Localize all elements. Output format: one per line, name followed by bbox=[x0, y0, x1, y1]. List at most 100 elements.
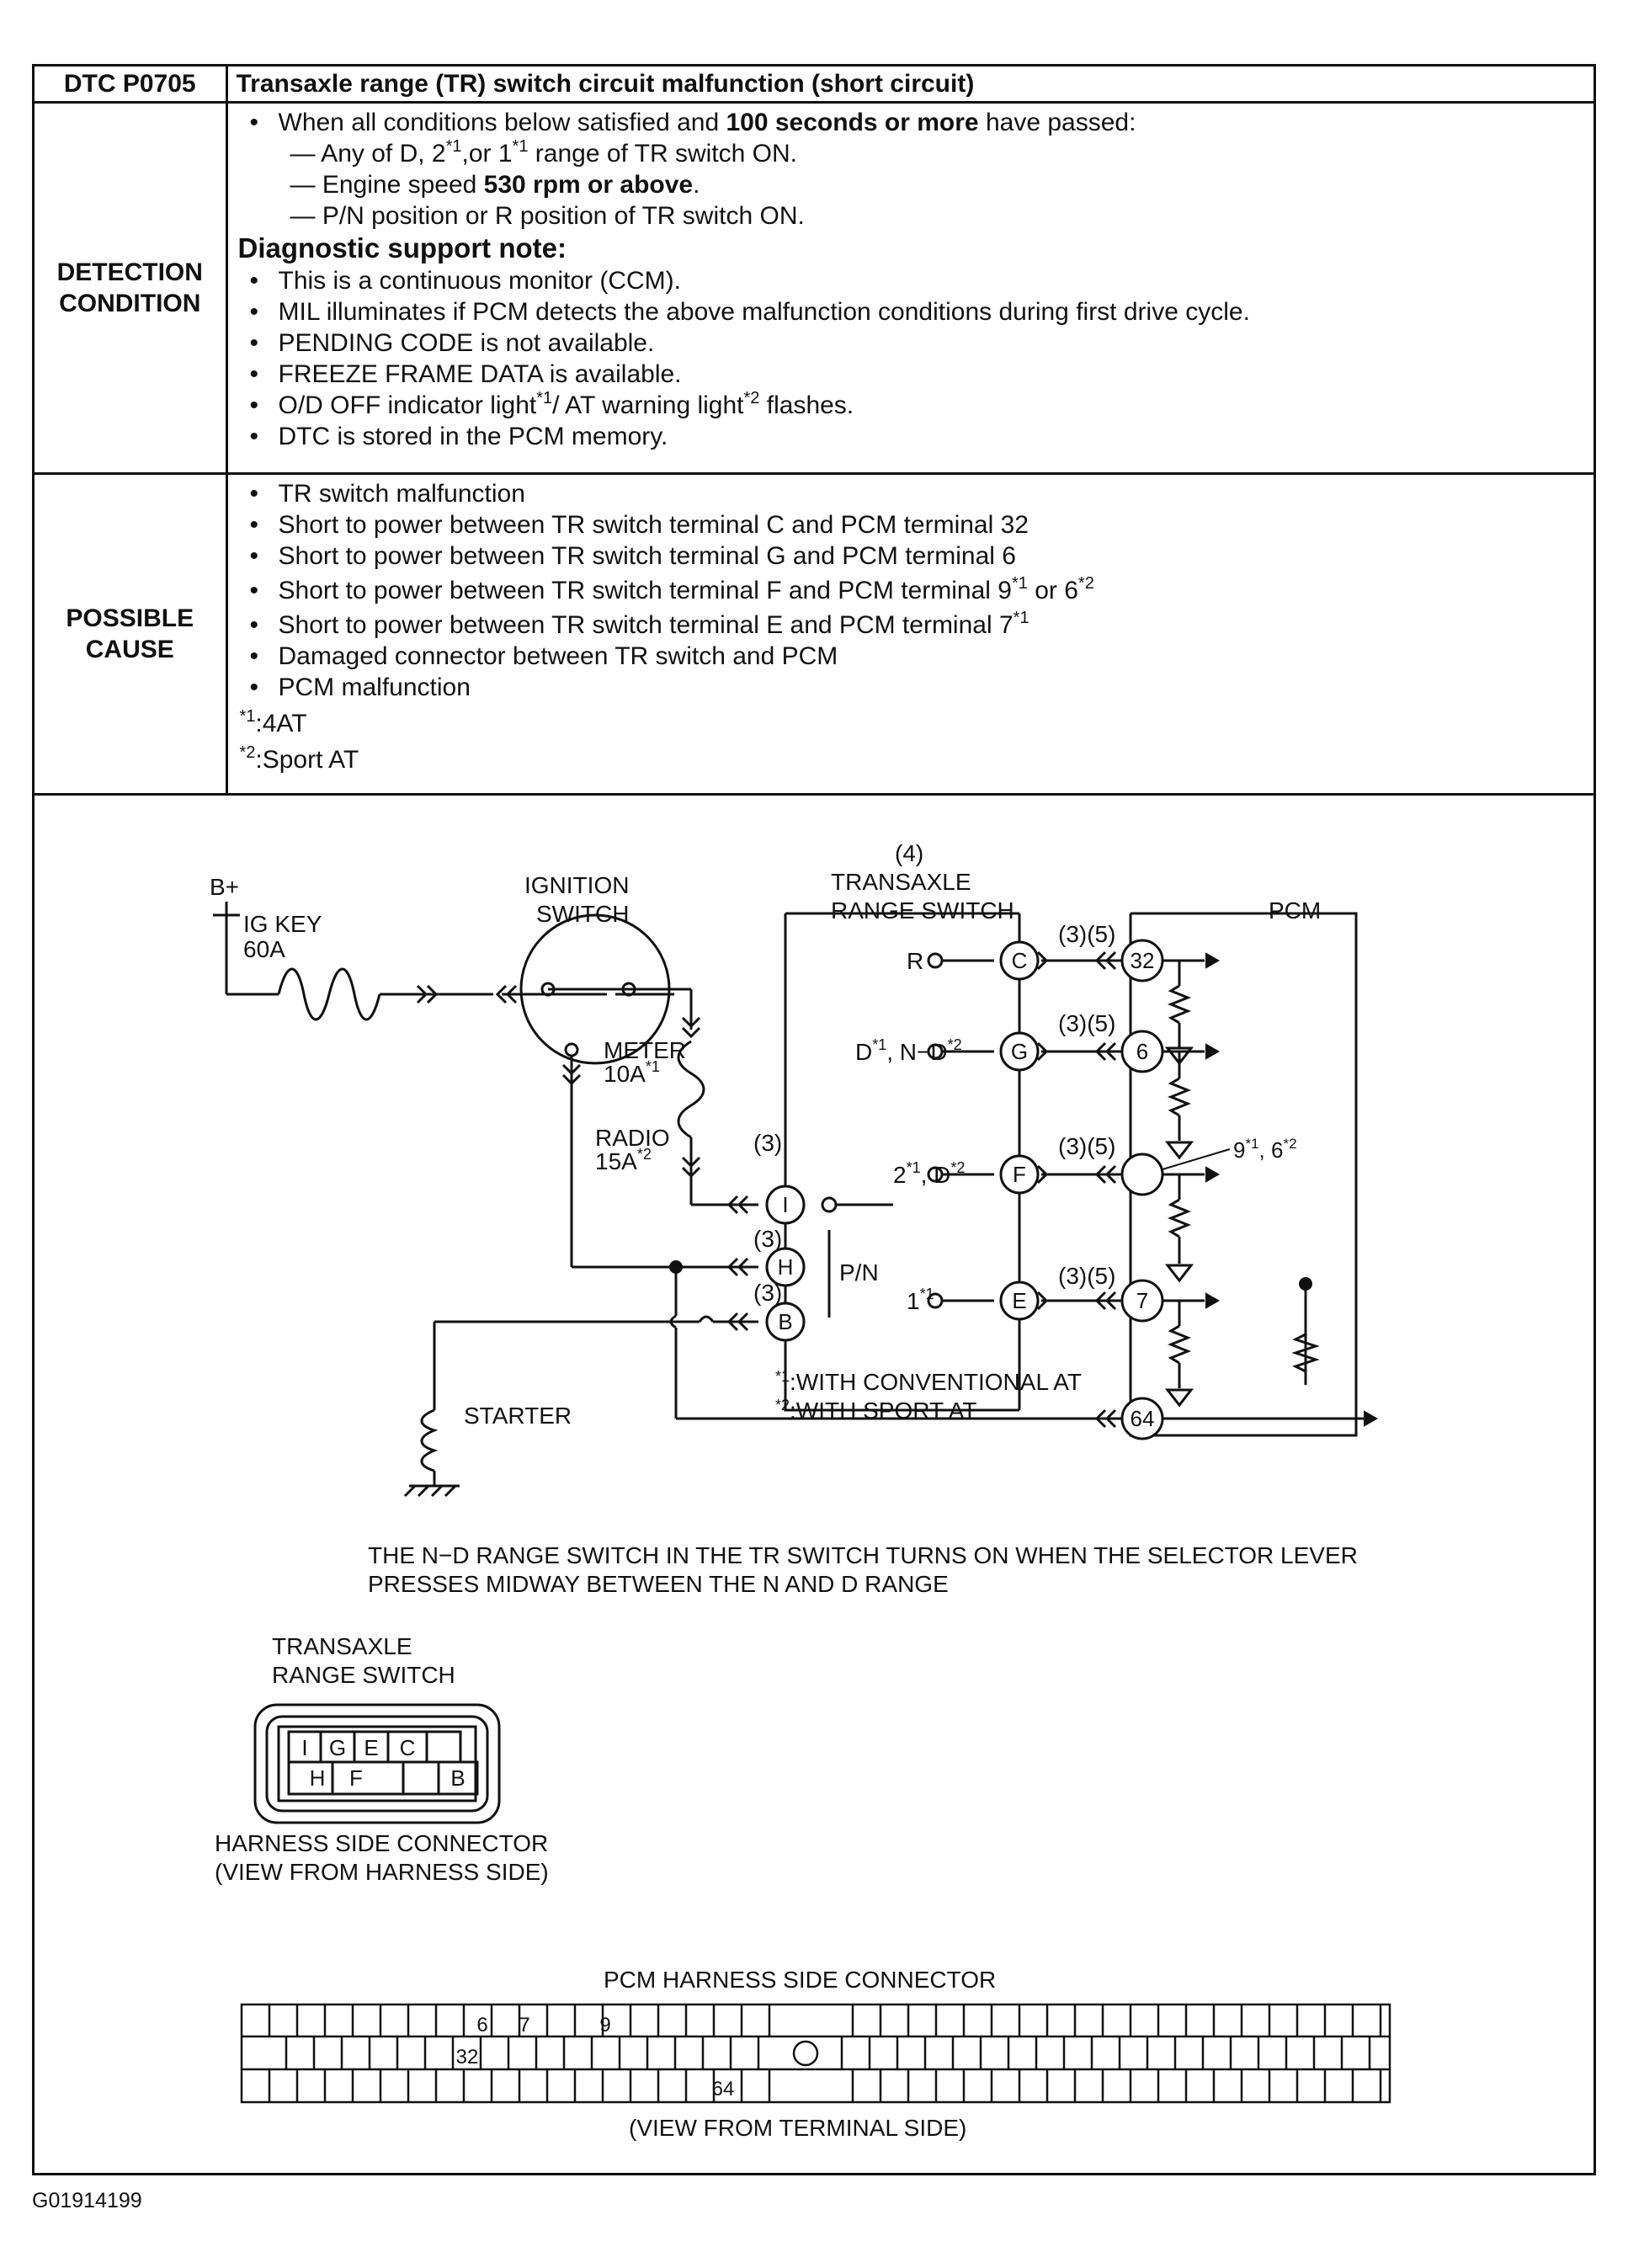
svg-text:G: G bbox=[329, 1735, 346, 1760]
label-pcm: PCM bbox=[1269, 897, 1321, 924]
svg-text:(3)(5): (3)(5) bbox=[1058, 921, 1115, 947]
svg-text:(3): (3) bbox=[753, 1226, 782, 1252]
label-switch: SWITCH bbox=[536, 901, 629, 927]
svg-text:B: B bbox=[778, 1309, 792, 1334]
svg-text:(3): (3) bbox=[753, 1280, 782, 1306]
svg-text:E: E bbox=[1012, 1288, 1026, 1313]
tr-connector bbox=[253, 1703, 501, 1824]
svg-text:C: C bbox=[400, 1735, 416, 1760]
svg-text:10A*1: 10A*1 bbox=[604, 1058, 660, 1087]
cause-item: Damaged connector between TR switch and … bbox=[238, 641, 1586, 672]
svg-text:F: F bbox=[349, 1765, 363, 1791]
diagram-footnote-2: *2:WITH SPORT AT bbox=[775, 1397, 976, 1424]
note-item: PENDING CODE is not available. bbox=[238, 327, 1586, 359]
note-item: This is a continuous monitor (CCM). bbox=[238, 265, 1586, 296]
condition-position: — P/N position or R position of TR switc… bbox=[290, 202, 805, 230]
tr-terminal-g bbox=[999, 1031, 1040, 1072]
dtc-code: DTC P0705 bbox=[35, 67, 228, 104]
label-harness-view: (VIEW FROM HARNESS SIDE) bbox=[215, 1859, 549, 1885]
footnote-sport-at: *2:Sport AT bbox=[239, 743, 359, 774]
svg-text:64: 64 bbox=[712, 2078, 735, 2100]
cause-item: Short to power between TR switch termina… bbox=[238, 610, 1586, 641]
svg-text:B: B bbox=[450, 1765, 465, 1791]
dtc-title: Transaxle range (TR) switch circuit malf… bbox=[225, 67, 1593, 104]
label-ignition: IGNITION bbox=[524, 872, 629, 898]
tr-terminal-i bbox=[765, 1185, 806, 1225]
svg-text:H: H bbox=[778, 1254, 794, 1280]
cause-item: Short to power between TR switch termina… bbox=[238, 509, 1586, 540]
note-item: O/D OFF indicator light*1/ AT warning li… bbox=[238, 390, 1586, 421]
label-meter: METER bbox=[604, 1037, 686, 1063]
svg-text:32: 32 bbox=[456, 2046, 479, 2068]
svg-text:6: 6 bbox=[476, 2014, 487, 2036]
figure-reference: G01914199 bbox=[32, 2189, 142, 2212]
cause-label: POSSIBLE CAUSE bbox=[35, 472, 228, 796]
pcm-connector-title: PCM HARNESS SIDE CONNECTOR bbox=[604, 1967, 996, 1993]
label-ig-key-amp: 60A bbox=[243, 936, 285, 962]
svg-text:64: 64 bbox=[1131, 1406, 1155, 1431]
svg-text:TRANSAXLE: TRANSAXLE bbox=[272, 1633, 412, 1659]
tr-terminal-b bbox=[765, 1302, 806, 1342]
detection-content: When all conditions below satisfied and … bbox=[225, 101, 1593, 475]
svg-text:32: 32 bbox=[1131, 948, 1155, 973]
svg-text:(3)(5): (3)(5) bbox=[1058, 1263, 1115, 1289]
wiring-diagram: B+ IG KEY 60A IGNITION SWITCH METER 10A*… bbox=[210, 840, 1391, 2141]
note-item: MIL illuminates if PCM detects the above… bbox=[238, 296, 1586, 327]
cause-item: Short to power between TR switch termina… bbox=[238, 540, 1586, 572]
document-sheet: DTC P0705 Transaxle range (TR) switch ci… bbox=[32, 64, 1596, 2175]
label-radio: RADIO bbox=[595, 1125, 670, 1151]
note-item: FREEZE FRAME DATA is available. bbox=[238, 359, 1586, 390]
tr-terminal-h bbox=[765, 1247, 806, 1287]
cause-item: PCM malfunction bbox=[238, 672, 1586, 703]
cause-list: TR switch malfunction Short to power bet… bbox=[238, 478, 1586, 703]
label-starter: STARTER bbox=[464, 1403, 572, 1429]
cause-item: TR switch malfunction bbox=[238, 478, 1586, 509]
cause-content: TR switch malfunction Short to power bet… bbox=[225, 472, 1593, 796]
pcm-terminal-32 bbox=[1120, 939, 1164, 982]
pcm-terminal-7 bbox=[1120, 1279, 1164, 1323]
svg-text:I: I bbox=[782, 1192, 788, 1217]
pcm-terminal-64 bbox=[1120, 1397, 1164, 1440]
nd-note-line-1: THE N−D RANGE SWITCH IN THE TR SWITCH TU… bbox=[368, 1542, 1358, 1568]
label-pn: P/N bbox=[839, 1259, 879, 1286]
label-harness: HARNESS SIDE CONNECTOR bbox=[215, 1830, 548, 1856]
label-trs-2: RANGE SWITCH bbox=[831, 897, 1014, 924]
label-trs-1: TRANSAXLE bbox=[831, 869, 971, 895]
svg-text:(3)(5): (3)(5) bbox=[1058, 1133, 1115, 1159]
dtc-table: DTC P0705 Transaxle range (TR) switch ci… bbox=[35, 67, 1593, 796]
svg-text:RANGE SWITCH: RANGE SWITCH bbox=[272, 1662, 455, 1688]
svg-text:6: 6 bbox=[1136, 1039, 1148, 1064]
svg-text:15A*2: 15A*2 bbox=[595, 1146, 652, 1174]
pcm-connector bbox=[240, 2003, 1391, 2104]
condition-engine-speed: — Engine speed 530 rpm or above. bbox=[290, 171, 700, 199]
condition-range: — Any of D, 2*1,or 1*1 range of TR switc… bbox=[290, 137, 798, 168]
svg-text:F: F bbox=[1013, 1162, 1026, 1187]
label-bplus: B+ bbox=[210, 874, 239, 900]
tr-terminal-f bbox=[999, 1154, 1040, 1195]
detection-bullet-1: When all conditions below satisfied and … bbox=[238, 107, 1586, 138]
nd-note-line-2: PRESSES MIDWAY BETWEEN THE N AND D RANGE bbox=[368, 1571, 949, 1597]
svg-text:C: C bbox=[1012, 948, 1028, 973]
diagnostic-notes: This is a continuous monitor (CCM). MIL … bbox=[238, 265, 1586, 452]
detection-label: DETECTION CONDITION bbox=[35, 101, 228, 475]
cause-row: POSSIBLE CAUSE TR switch malfunction Sho… bbox=[35, 472, 1593, 796]
svg-text:7: 7 bbox=[1136, 1288, 1148, 1313]
pos-2: 2*1, D*2 bbox=[893, 1159, 965, 1188]
pos-r: R bbox=[907, 948, 923, 974]
label-pcm-9-6: 9*1, 6*2 bbox=[1233, 1136, 1297, 1163]
pcm-connector-cells bbox=[268, 2004, 1382, 2102]
svg-text:E: E bbox=[364, 1735, 378, 1760]
note-item: DTC is stored in the PCM memory. bbox=[238, 421, 1586, 452]
svg-text:(3): (3) bbox=[753, 1130, 782, 1156]
pos-d: D*1, N−D*2 bbox=[855, 1036, 962, 1065]
svg-text:9: 9 bbox=[599, 2014, 610, 2036]
tr-terminal-c bbox=[999, 940, 1040, 981]
diagram-footnote-1: *1:WITH CONVENTIONAL AT bbox=[775, 1368, 1082, 1395]
pcm-connector-view: (VIEW FROM TERMINAL SIDE) bbox=[629, 2115, 966, 2141]
svg-text:(3)(5): (3)(5) bbox=[1058, 1010, 1115, 1036]
svg-text:G: G bbox=[1011, 1039, 1028, 1064]
pcm-terminal-6 bbox=[1120, 1030, 1164, 1073]
pcm-terminal-9-6 bbox=[1120, 1153, 1164, 1196]
svg-text:7: 7 bbox=[519, 2014, 529, 2036]
dtc-header-row: DTC P0705 Transaxle range (TR) switch ci… bbox=[35, 67, 1593, 104]
